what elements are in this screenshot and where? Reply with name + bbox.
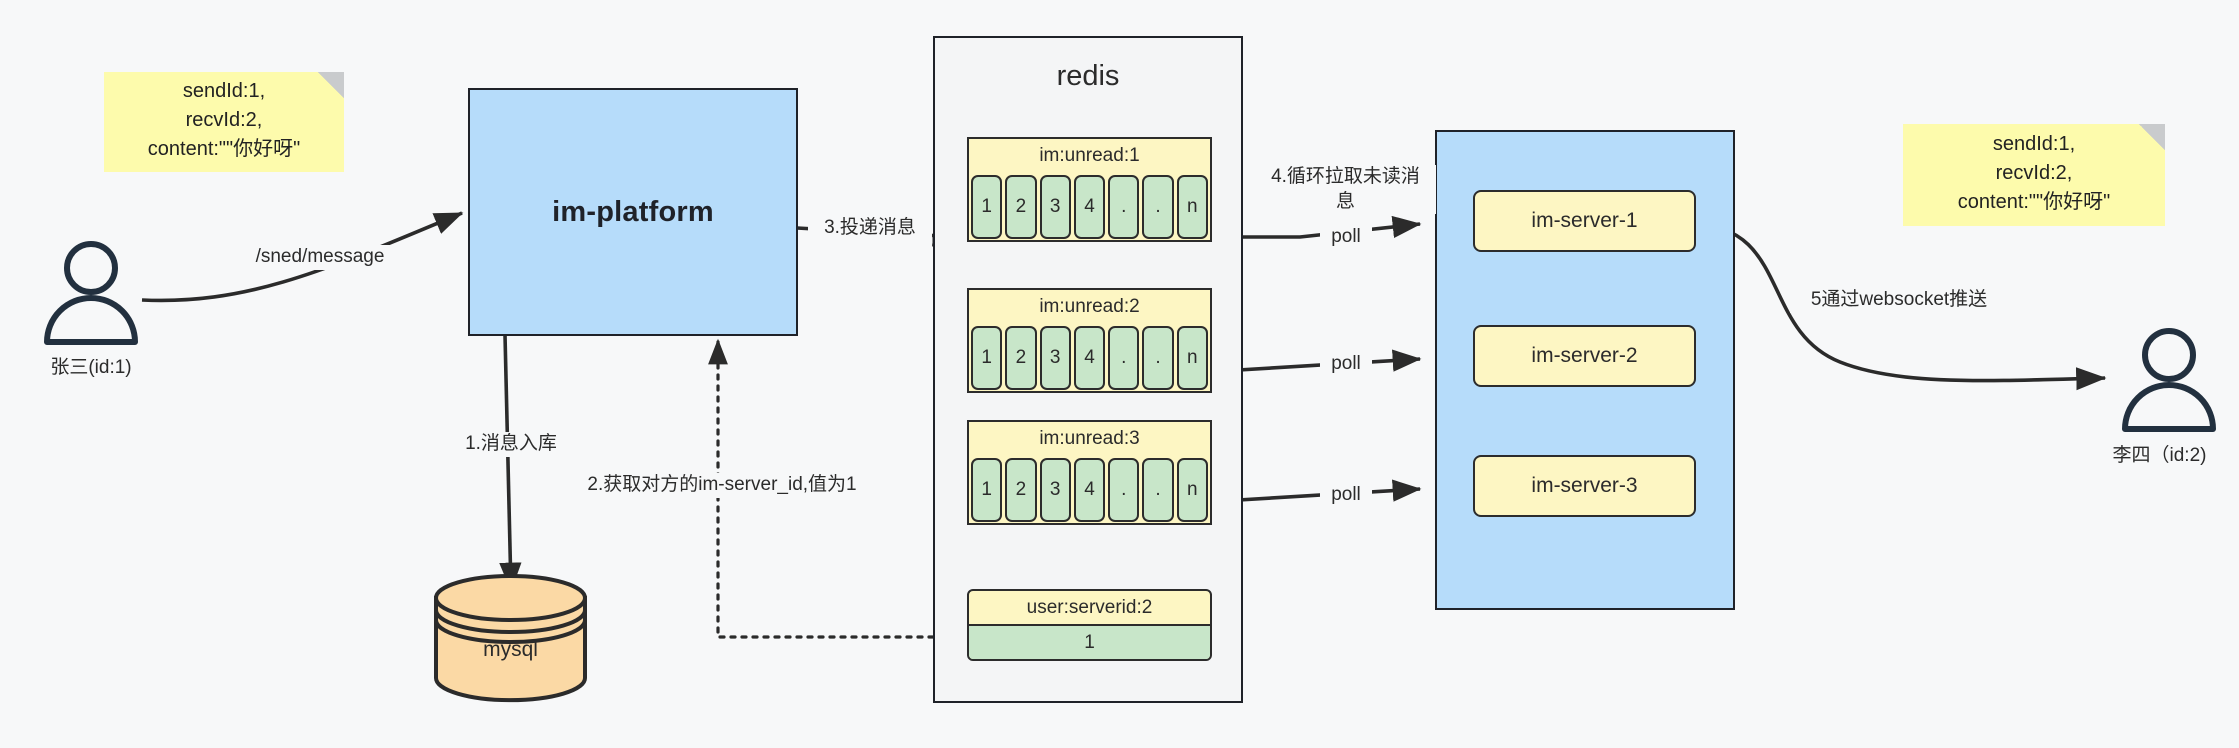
redis-entry-0[interactable]: im:unread:1 1 2 3 4 . . n [967,137,1212,242]
note-fold-icon [2139,124,2165,150]
edge-label-step4: 4.循环拉取未读消 息 [1255,165,1436,215]
redis-entry-2[interactable]: im:unread:3 1 2 3 4 . . n [967,420,1212,525]
redis-cell[interactable]: 2 [1005,175,1037,239]
node-im-server-1-label: im-server-1 [1531,209,1638,232]
redis-entry-1[interactable]: im:unread:2 1 2 3 4 . . n [967,288,1212,393]
node-im-server-3[interactable]: im-server-3 [1473,455,1696,517]
edge-label-step2: 2.获取对方的im-server_id,值为1 [574,473,870,498]
person-icon [44,241,138,345]
redis-cell[interactable]: 3 [1039,326,1071,390]
note-sender-payload: sendId:1, recvId:2, content:""你好呀" [104,72,344,172]
redis-cell[interactable]: n [1176,326,1208,390]
redis-cell[interactable]: 1 [971,326,1003,390]
redis-cell[interactable]: 4 [1073,458,1106,522]
edge-label-poll-3: poll [1320,483,1372,508]
edge-label-step3: 3.投递消息 [808,216,932,241]
actor-receiver-label: 李四（id:2) [2112,445,2207,466]
redis-cell[interactable]: 2 [1005,458,1037,522]
node-im-server-3-label: im-server-3 [1531,474,1638,497]
node-redis-label: redis [1056,60,1120,92]
edge-step1 [499,334,522,592]
node-mysql[interactable]: mysql [428,570,593,705]
redis-cell[interactable]: 2 [1005,326,1037,390]
redis-cell[interactable]: . [1108,326,1140,390]
redis-kv-value: 1 [969,624,1210,659]
note-fold-icon [318,72,344,98]
note-receiver-payload: sendId:1, recvId:2, content:""你好呀" [1903,124,2165,226]
redis-cell[interactable]: . [1108,175,1140,239]
node-im-server-1[interactable]: im-server-1 [1473,190,1696,252]
redis-cell[interactable]: 4 [1073,326,1106,390]
redis-cell[interactable]: 1 [971,175,1003,239]
edge-label-send-message: /sned/message [232,245,408,270]
actor-receiver[interactable] [2108,322,2230,432]
node-im-platform[interactable]: im-platform [468,88,798,336]
actor-sender-label: 张三(id:1) [50,357,132,378]
node-im-platform-label: im-platform [552,195,714,228]
person-icon [2122,328,2216,432]
redis-entry-2-cells: 1 2 3 4 . . n [971,458,1208,522]
redis-cell[interactable]: . [1142,458,1174,522]
node-im-server-2[interactable]: im-server-2 [1473,325,1696,387]
redis-cell[interactable]: . [1142,175,1174,239]
redis-entry-1-cells: 1 2 3 4 . . n [971,326,1208,390]
edge-label-poll-1: poll [1320,225,1372,250]
node-mysql-label: mysql [483,638,538,661]
redis-cell[interactable]: 4 [1073,175,1106,239]
redis-kv-user-serverid[interactable]: user:serverid:2 1 [967,589,1212,661]
redis-cell[interactable]: 3 [1039,458,1071,522]
redis-cell[interactable]: . [1108,458,1140,522]
actor-sender[interactable] [30,235,152,345]
redis-cell[interactable]: . [1142,326,1174,390]
redis-cell[interactable]: 3 [1039,175,1071,239]
note-receiver-text: sendId:1, recvId:2, content:""你好呀" [1957,132,2111,213]
redis-kv-key: user:serverid:2 [1026,597,1153,618]
redis-entry-0-key: im:unread:1 [1039,145,1140,166]
edge-label-step1: 1.消息入库 [448,432,574,457]
redis-entry-2-key: im:unread:3 [1039,428,1140,449]
database-icon [434,574,587,703]
redis-cell[interactable]: 1 [971,458,1003,522]
edge-label-poll-2: poll [1320,352,1372,377]
note-sender-text: sendId:1, recvId:2, content:""你好呀" [147,79,301,160]
redis-cell[interactable]: n [1176,458,1208,522]
redis-entry-1-key: im:unread:2 [1039,296,1140,317]
node-im-server-2-label: im-server-2 [1531,344,1638,367]
redis-cell[interactable]: n [1176,175,1208,239]
edge-label-step5: 5通过websocket推送 [1790,288,2008,313]
redis-entry-0-cells: 1 2 3 4 . . n [971,175,1208,239]
